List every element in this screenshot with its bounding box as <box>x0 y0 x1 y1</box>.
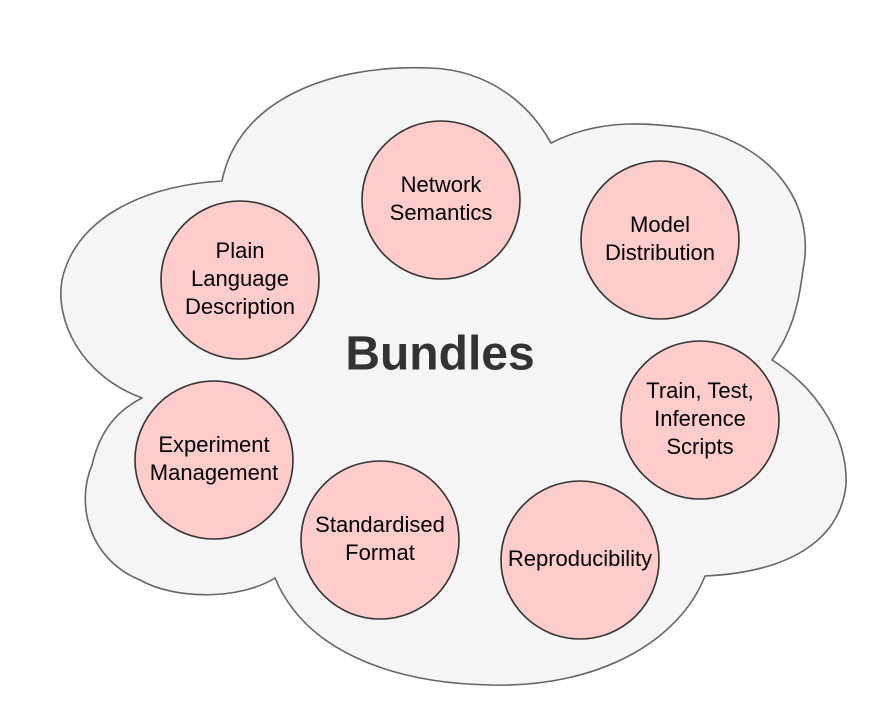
node-label-line: Scripts <box>666 434 733 459</box>
node-circle <box>134 380 294 540</box>
node-label-line: Standardised <box>315 512 445 537</box>
node-circle <box>620 340 780 500</box>
node-label-line: Language <box>191 266 289 291</box>
node-label-line: Experiment <box>158 432 269 457</box>
node-label-line: Management <box>150 460 278 485</box>
node-label-line: Semantics <box>390 200 493 225</box>
node-circle <box>300 460 460 620</box>
node-label-line: Inference <box>654 406 746 431</box>
node-label-line: Description <box>185 294 295 319</box>
node-circle <box>361 120 521 280</box>
node-label-line: Reproducibility <box>508 546 652 571</box>
node-circle <box>580 160 740 320</box>
node-label-line: Network <box>401 172 483 197</box>
node-circle <box>500 480 660 640</box>
node-reproducibility: Reproducibility <box>500 480 660 640</box>
node-label-line: Format <box>345 540 415 565</box>
node-label-line: Model <box>630 212 690 237</box>
node-label-line: Train, Test, <box>646 378 754 403</box>
node-circle <box>160 200 320 360</box>
node-label-line: Plain <box>216 238 265 263</box>
diagram-title: Bundles <box>345 328 534 381</box>
node-label-line: Distribution <box>605 240 715 265</box>
